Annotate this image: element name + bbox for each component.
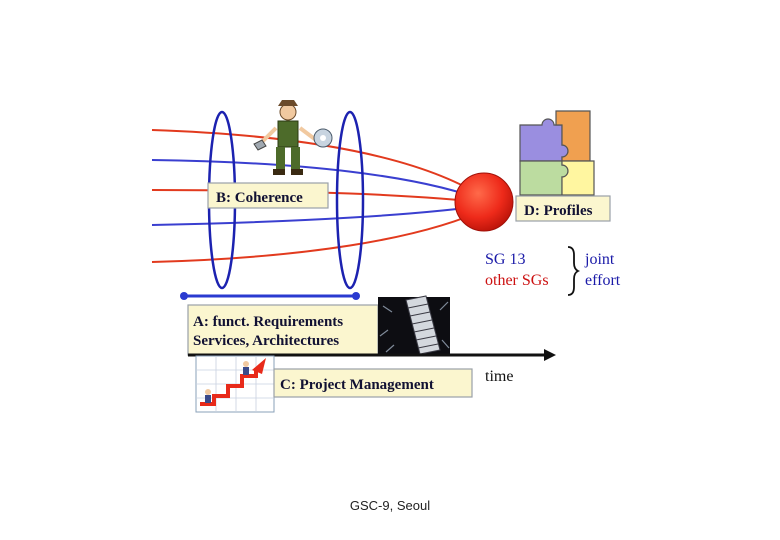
project-management-box: C: Project Management	[273, 368, 473, 398]
focus-ball	[454, 172, 514, 232]
footer-caption: GSC-9, Seoul	[349, 498, 431, 513]
project-management-label: C: Project Management	[280, 377, 434, 393]
right-ellipse	[335, 110, 365, 290]
other-sgs-label: other SGs	[485, 272, 549, 289]
profiles-label: D: Profiles	[524, 203, 593, 219]
climbing-arrow-icon	[195, 355, 275, 413]
requirements-line2: Services, Architectures	[193, 333, 339, 349]
red-line-3	[151, 207, 489, 263]
brace	[567, 246, 581, 296]
coherence-box: B: Coherence	[207, 182, 329, 209]
requirements-line1: A: funct. Requirements	[193, 314, 343, 330]
span-arrow	[180, 292, 360, 300]
coherence-label: B: Coherence	[216, 190, 303, 206]
time-axis	[188, 349, 556, 361]
joint-label: joint	[584, 251, 615, 268]
mechanic-with-wrench-icon	[253, 100, 333, 175]
effort-label: effort	[585, 272, 621, 289]
requirements-box: A: funct. Requirements Services, Archite…	[187, 304, 379, 356]
puzzle-pieces-icon	[519, 110, 595, 196]
profiles-box: D: Profiles	[515, 195, 611, 222]
red-line-1	[151, 129, 489, 201]
leaning-tower-icon	[378, 295, 450, 355]
sg13-label: SG 13	[485, 251, 525, 268]
time-label: time	[485, 368, 513, 385]
